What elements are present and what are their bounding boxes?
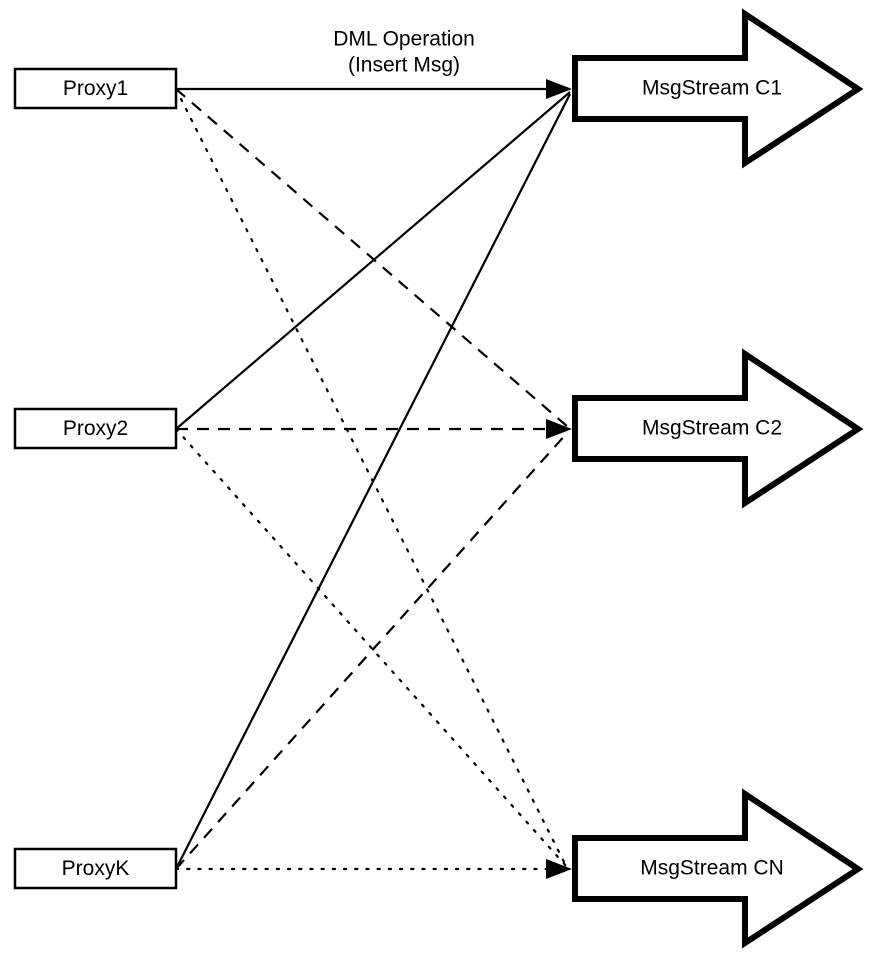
edge-proxy1-to-stream_cn <box>174 87 568 868</box>
dml-operation-label-line2: (Insert Msg) <box>348 54 460 77</box>
arrowhead-head-c2 <box>546 419 572 439</box>
edge-proxy2-to-stream_c1 <box>175 91 571 430</box>
proxy-node-proxyk[interactable]: ProxyK <box>13 847 178 890</box>
msgstream-node-stream_c2[interactable]: MsgStream C2 <box>572 348 864 509</box>
msgstream-arrow-shape <box>572 348 864 509</box>
proxy-label: Proxy2 <box>63 417 128 440</box>
proxy-node-proxy1[interactable]: Proxy1 <box>13 67 178 110</box>
msgstream-label: MsgStream C1 <box>642 77 782 100</box>
proxy-box-shape <box>13 67 178 110</box>
edge-proxy1-to-stream_c2 <box>175 88 569 428</box>
msgstream-node-stream_cn[interactable]: MsgStream CN <box>572 788 864 949</box>
edge-proxyk-to-stream_c1 <box>175 93 571 870</box>
edges-layer <box>174 87 571 871</box>
dml-operation-label-line1: DML Operation <box>333 28 475 51</box>
proxy-box-shape <box>13 407 178 450</box>
proxy-label: ProxyK <box>62 857 130 880</box>
arrowhead-head-c1 <box>546 79 572 99</box>
proxy-box-shape <box>13 847 178 890</box>
msgstream-label: MsgStream CN <box>640 857 784 880</box>
msgstream-label: MsgStream C2 <box>642 417 782 440</box>
arrowheads-layer <box>546 79 572 879</box>
streams-layer: MsgStream C1 MsgStream C2 MsgStream CN <box>572 8 864 949</box>
edge-proxyk-to-stream_c2 <box>175 431 569 870</box>
proxy-label: Proxy1 <box>63 77 128 100</box>
dml-operation-annotation: DML Operation (Insert Msg) <box>333 28 475 77</box>
msgstream-node-stream_c1[interactable]: MsgStream C1 <box>572 8 864 169</box>
msgstream-arrow-shape <box>572 788 864 949</box>
edge-proxy2-to-stream_cn <box>174 427 568 868</box>
msgstream-arrow-shape <box>572 8 864 169</box>
proxy-node-proxy2[interactable]: Proxy2 <box>13 407 178 450</box>
arrowhead-head-cn <box>546 859 572 879</box>
